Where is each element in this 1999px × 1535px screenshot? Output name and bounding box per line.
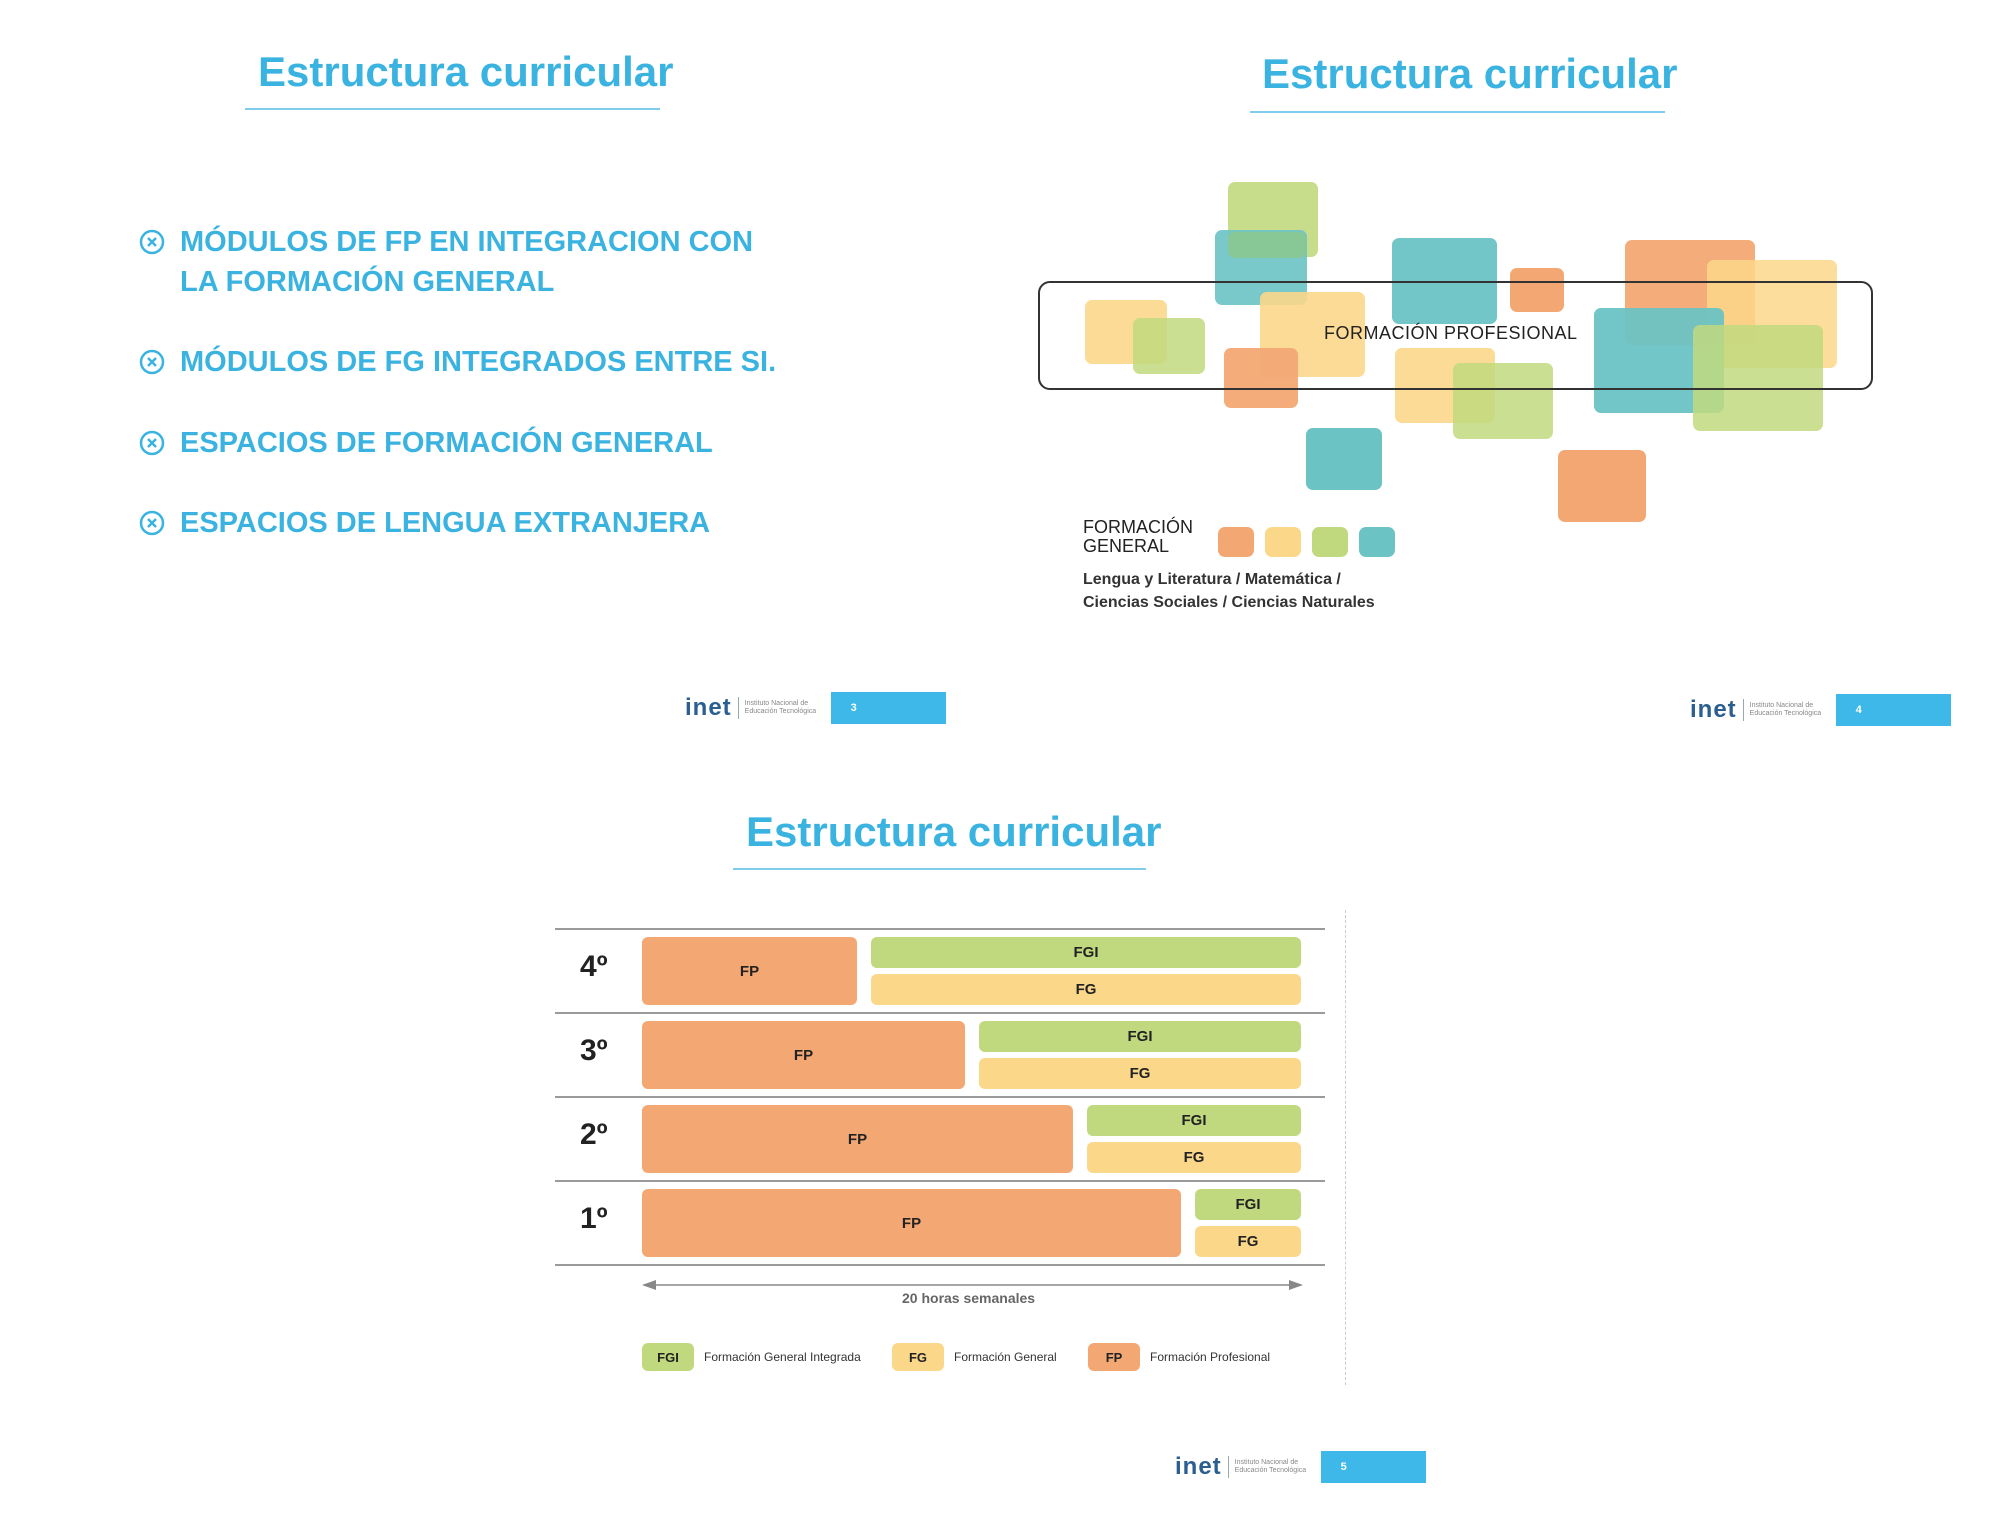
year-label: 4º <box>580 950 608 983</box>
circle-x-icon <box>139 510 165 536</box>
inet-logo: inet <box>685 694 732 721</box>
legend-swatch-teal <box>1359 527 1395 557</box>
page-number: 4 <box>1835 694 1951 726</box>
fp-bar: FP <box>642 1105 1073 1173</box>
fp-bar: FP <box>642 1021 965 1089</box>
bullet-text: ESPACIOS DE LENGUA EXTRANJERA <box>180 507 711 539</box>
legend-swatch-green <box>1312 527 1348 557</box>
fgi-bar: FGI <box>1087 1105 1301 1136</box>
slide-divider <box>1345 910 1346 1385</box>
fg-bar: FG <box>1195 1226 1301 1257</box>
double-arrow-icon <box>642 1280 1303 1290</box>
title-underline <box>733 868 1146 870</box>
slide-footer: inet Instituto Nacional de Educación Tec… <box>1175 1451 1426 1483</box>
slide-2-title: Estructura curricular <box>1262 50 1678 97</box>
institution-name: Instituto Nacional de Educación Tecnológ… <box>1234 1459 1307 1474</box>
fg-bar: FG <box>1087 1142 1301 1173</box>
fgi-bar: FGI <box>1195 1189 1301 1220</box>
year-label: 3º <box>580 1034 608 1067</box>
axis-label: 20 horas semanales <box>902 1290 1036 1306</box>
page-number: 3 <box>830 692 946 724</box>
slide-footer: inet Instituto Nacional de Educación Tec… <box>685 692 946 724</box>
bullet-item: MÓDULOS DE FP EN INTEGRACION CON LA FORM… <box>138 222 778 302</box>
fgi-bar: FGI <box>979 1021 1301 1052</box>
page-number: 5 <box>1320 1451 1426 1483</box>
legend-label-fgi: Formación General Integrada <box>704 1350 861 1364</box>
legend-chip-fp: FP <box>1088 1343 1140 1371</box>
legend-swatch-orange <box>1218 527 1254 557</box>
legend-chip-fg: FG <box>892 1343 944 1371</box>
legend-swatch-yellow <box>1265 527 1301 557</box>
slide-3-title: Estructura curricular <box>746 808 1162 855</box>
year-label: 2º <box>580 1118 608 1151</box>
bullet-text: MÓDULOS DE FG INTEGRADOS ENTRE SI. <box>180 346 777 378</box>
bullet-item: ESPACIOS DE LENGUA EXTRANJERA <box>138 503 778 543</box>
bullet-item: MÓDULOS DE FG INTEGRADOS ENTRE SI. <box>138 342 778 382</box>
legend-chip-fgi: FGI <box>642 1343 694 1371</box>
circle-x-icon <box>139 229 165 255</box>
legend-label-fg: Formación General <box>954 1350 1057 1364</box>
fp-bar: FP <box>642 1189 1181 1257</box>
inet-logo: inet <box>1690 696 1737 723</box>
circle-x-icon <box>139 430 165 456</box>
bullet-item: ESPACIOS DE FORMACIÓN GENERAL <box>138 423 778 463</box>
institution-name: Instituto Nacional de Educación Tecnológ… <box>744 700 817 715</box>
circle-x-icon <box>139 349 165 375</box>
fg-bar: FG <box>979 1058 1301 1089</box>
legend-label-fp: Formación Profesional <box>1150 1350 1271 1364</box>
slide-1-title: Estructura curricular <box>258 48 674 95</box>
subjects-text: Lengua y Literatura / Matemática / Cienc… <box>1083 571 1375 611</box>
title-underline <box>1250 111 1665 113</box>
title-underline <box>245 108 660 110</box>
institution-name: Instituto Nacional de Educación Tecnológ… <box>1749 702 1822 717</box>
year-label: 1º <box>580 1202 608 1235</box>
inet-logo: inet <box>1175 1453 1222 1480</box>
formacion-profesional-box <box>1038 281 1873 390</box>
fg-bar: FG <box>871 974 1301 1005</box>
fgi-bar: FGI <box>871 937 1301 968</box>
slide-footer: inet Instituto Nacional de Educación Tec… <box>1690 694 1951 726</box>
formacion-profesional-label: FORMACIÓN PROFESIONAL <box>1324 323 1578 343</box>
formacion-general-label: FORMACIÓN GENERAL <box>1083 517 1193 556</box>
bullet-text: MÓDULOS DE FP EN INTEGRACION CON LA FORM… <box>180 226 754 298</box>
fp-bar: FP <box>642 937 857 1005</box>
bullet-text: ESPACIOS DE FORMACIÓN GENERAL <box>180 427 713 459</box>
